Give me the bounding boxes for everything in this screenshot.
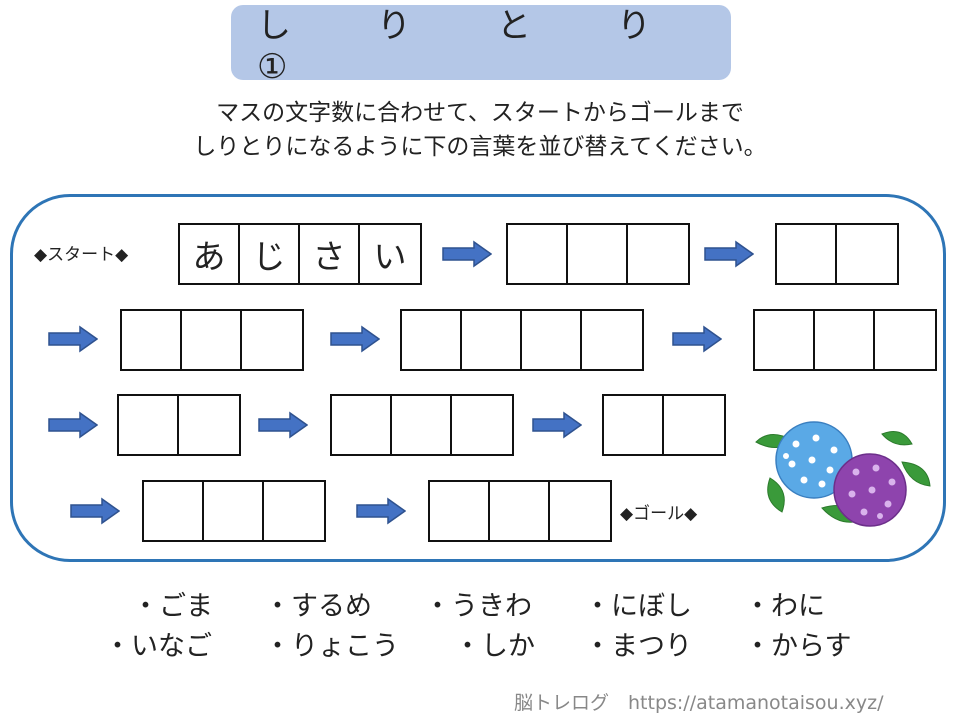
page-title: し り と り ①: [257, 6, 737, 87]
word-item: ・するめ: [264, 591, 372, 622]
cell-empty[interactable]: [122, 311, 182, 369]
cell-empty[interactable]: [522, 311, 582, 369]
arrow-right-icon: [672, 325, 722, 353]
arrow-right-icon: [48, 325, 98, 353]
word-item: ・ごま: [132, 591, 213, 622]
hydrangea-icon: [755, 421, 931, 527]
arrow-right-icon: [442, 240, 492, 268]
goal-label: ◆ゴール◆: [620, 504, 698, 524]
puzzle-board: [10, 194, 946, 562]
cell-empty[interactable]: [628, 225, 688, 283]
arrow-right-icon: [532, 411, 582, 439]
cell-empty[interactable]: [508, 225, 568, 283]
cell-empty[interactable]: [568, 225, 628, 283]
cell-empty[interactable]: [490, 482, 550, 540]
word-item: ・りょこう: [264, 631, 399, 662]
arrow-right-icon: [356, 497, 406, 525]
word-box[interactable]: [753, 309, 937, 371]
word-box[interactable]: [400, 309, 644, 371]
instruction-line-2: しりとりになるように下の言葉を並び替えてください。: [193, 134, 767, 160]
cell-empty[interactable]: [755, 311, 815, 369]
cell-empty[interactable]: [462, 311, 522, 369]
cell-empty[interactable]: [179, 396, 239, 454]
cell-filled: い: [373, 237, 407, 276]
word-item: ・わに: [744, 591, 825, 622]
arrow-right-icon: [70, 497, 120, 525]
cell-empty[interactable]: [402, 311, 462, 369]
cell-empty[interactable]: [664, 396, 724, 454]
instructions: マスの文字数に合わせて、スタートからゴールまで しりとりになるように下の言葉を並…: [0, 96, 960, 164]
cell-empty[interactable]: [204, 482, 264, 540]
cell-empty[interactable]: [182, 311, 242, 369]
cell-empty[interactable]: [430, 482, 490, 540]
word-box-goal[interactable]: [428, 480, 612, 542]
cell-empty[interactable]: [582, 311, 642, 369]
cell-empty[interactable]: [550, 482, 610, 540]
word-item: ・しか: [454, 631, 535, 662]
word-box[interactable]: [602, 394, 726, 456]
word-item: ・いなご: [104, 631, 212, 662]
word-item: ・にぼし: [584, 591, 692, 622]
word-box[interactable]: [506, 223, 690, 285]
word-item: ・からす: [744, 631, 852, 662]
arrow-right-icon: [48, 411, 98, 439]
cell-empty[interactable]: [332, 396, 392, 454]
cell-empty[interactable]: [119, 396, 179, 454]
cell-empty[interactable]: [242, 311, 302, 369]
cell-empty[interactable]: [392, 396, 452, 454]
title-banner: し り と り ①: [231, 5, 731, 87]
word-box[interactable]: [330, 394, 514, 456]
footer-credit: 脳トレログ https://atamanotaisou.xyz/: [514, 692, 884, 714]
word-item: ・うきわ: [424, 591, 532, 622]
cell-filled: じ: [240, 225, 300, 283]
cell-empty[interactable]: [777, 225, 837, 283]
start-label: ◆スタート◆: [34, 245, 129, 265]
arrow-right-icon: [704, 240, 754, 268]
word-item: ・まつり: [584, 631, 692, 662]
cell-empty[interactable]: [264, 482, 324, 540]
word-box-start: あ じ さ い: [178, 223, 422, 285]
cell-empty[interactable]: [815, 311, 875, 369]
cell-empty[interactable]: [875, 311, 935, 369]
word-list-row-1: ・ごま ・するめ ・うきわ ・にぼし ・わに: [0, 584, 960, 624]
word-box[interactable]: [775, 223, 899, 285]
cell-filled: あ: [180, 225, 240, 283]
word-box[interactable]: [117, 394, 241, 456]
cell-empty[interactable]: [837, 225, 897, 283]
word-list-row-2: ・いなご ・りょこう ・しか ・まつり ・からす: [0, 624, 960, 664]
cell-empty[interactable]: [144, 482, 204, 540]
arrow-right-icon: [258, 411, 308, 439]
cell-filled: さ: [300, 225, 360, 283]
cell-empty[interactable]: [604, 396, 664, 454]
instruction-line-1: マスの文字数に合わせて、スタートからゴールまで: [216, 100, 744, 126]
arrow-right-icon: [330, 325, 380, 353]
word-box[interactable]: [142, 480, 326, 542]
word-box[interactable]: [120, 309, 304, 371]
cell-empty[interactable]: [452, 396, 512, 454]
